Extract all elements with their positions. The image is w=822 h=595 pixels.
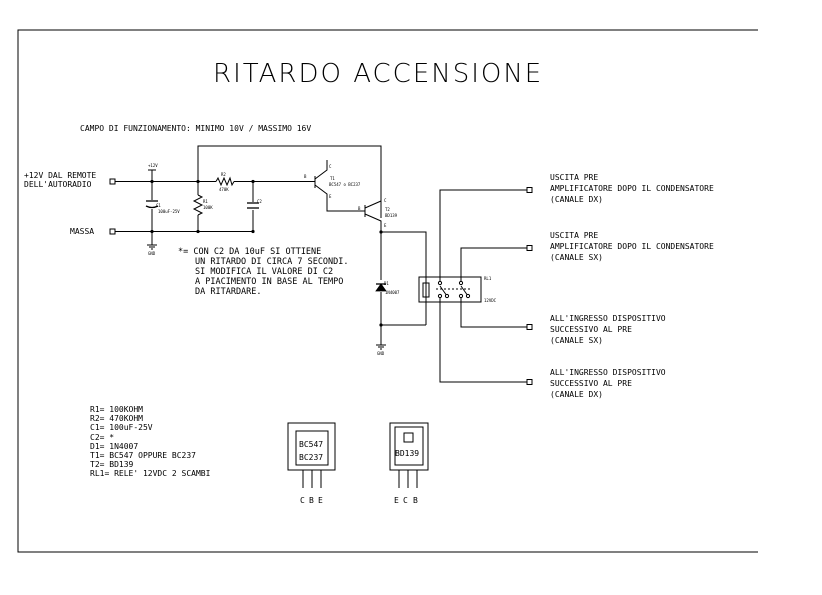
parts-list-item: R2= 470KOHM	[90, 414, 143, 423]
d1-label: D1	[384, 281, 389, 286]
ground-label-2: GND	[377, 351, 385, 356]
package-bc547-pin: B	[309, 496, 314, 505]
output-1-line-3: (CANALE DX)	[550, 195, 603, 204]
r2-value: 470K	[219, 187, 229, 192]
output-3-line-3: (CANALE SX)	[550, 336, 603, 345]
input-remote-label-1: +12V DAL REMOTE	[24, 171, 96, 180]
input-ground-label: MASSA	[70, 227, 94, 236]
parts-list-item: D1= 1N4007	[90, 442, 138, 451]
ground-symbol-2	[376, 344, 386, 350]
resistor-r1	[192, 194, 204, 216]
package-bd139-pin: E	[394, 496, 399, 505]
parts-list-item: T1= BC547 OPPURE BC237	[90, 451, 196, 460]
package-bc547	[287, 422, 336, 488]
t1-pin-b: B	[304, 174, 307, 179]
terminal-ground	[109, 228, 116, 235]
note-line-3: SI MODIFICA IL VALORE DI C2	[195, 267, 333, 277]
parts-list-item: T2= BD139	[90, 460, 134, 469]
ground-symbol-1	[147, 244, 157, 250]
output-2-line-3: (CANALE SX)	[550, 253, 603, 262]
d1-value: 1N4007	[385, 290, 400, 295]
terminal-remote	[109, 178, 116, 185]
circuit-wires	[115, 145, 528, 383]
t1-label: T1	[330, 176, 335, 181]
parts-list-item: C1= 100uF-25V	[90, 423, 153, 432]
vin-label: +12V	[148, 163, 158, 168]
t2-pin-b: B	[358, 206, 361, 211]
rl1-label: RL1	[484, 276, 492, 281]
junctions	[150, 179, 383, 327]
output-1-line-2: AMPLIFICATORE DOPO IL CONDENSATORE	[550, 184, 714, 193]
package-bd139-pin: B	[413, 496, 418, 505]
t2-pin-c: C	[384, 198, 387, 203]
t2-label: T2	[385, 207, 390, 212]
r1-label: R1	[203, 199, 208, 204]
r2-label: R2	[221, 172, 226, 177]
package-bc547-pin: C	[300, 496, 305, 505]
output-1-line-1: USCITA PRE	[550, 173, 598, 182]
parts-list-item: R1= 100KOHM	[90, 405, 143, 414]
parts-list-item: RL1= RELE' 12VDC 2 SCAMBI	[90, 469, 211, 478]
t2-pin-e: E	[384, 223, 387, 228]
c2-label: C2	[257, 199, 262, 204]
t1-pin-e: E	[329, 194, 332, 199]
diagram-title: RITARDO ACCENSIONE	[213, 59, 543, 89]
package-bd139-label: BD139	[395, 449, 419, 458]
output-4-line-3: (CANALE DX)	[550, 390, 603, 399]
note-line-4: A PIACIMENTO IN BASE AL TEMPO	[195, 277, 343, 287]
note-line-2: UN RITARDO DI CIRCA 7 SECONDI.	[195, 257, 349, 267]
operating-range-text: CAMPO DI FUNZIONAMENTO: MINIMO 10V / MAS…	[80, 124, 311, 133]
terminal-output-3	[526, 324, 533, 330]
ground-label-1: GND	[148, 251, 156, 256]
package-bc547-line-2: BC237	[299, 453, 323, 462]
c1-label: C1	[156, 203, 161, 208]
note-line-5: DA RITARDARE.	[195, 287, 262, 297]
input-remote-label-2: DELL'AUTORADIO	[24, 180, 92, 189]
relay-rl1	[418, 276, 482, 303]
package-bd139-pin: C	[403, 496, 408, 505]
output-4-line-1: ALL'INGRESSO DISPOSITIVO	[550, 368, 666, 377]
output-2-line-2: AMPLIFICATORE DOPO IL CONDENSATORE	[550, 242, 714, 251]
parts-list: R1= 100KOHM R2= 470KOHM C1= 100uF-25V C2…	[90, 405, 211, 478]
capacitor-c1	[145, 200, 159, 209]
diode-d1	[375, 280, 387, 292]
output-3-line-2: SUCCESSIVO AL PRE	[550, 325, 632, 334]
terminal-output-2	[526, 245, 533, 251]
resistor-r2	[215, 176, 235, 187]
rl1-value: 12VDC	[484, 298, 497, 303]
t2-value: BD139	[385, 213, 398, 218]
drawing-frame	[17, 29, 758, 553]
t1-value: BC547 o BC237	[329, 182, 361, 187]
terminal-output-4	[526, 379, 533, 385]
output-4-line-2: SUCCESSIVO AL PRE	[550, 379, 632, 388]
output-2-line-1: USCITA PRE	[550, 231, 598, 240]
package-bd139	[389, 422, 429, 488]
parts-list-item: C2= *	[90, 433, 114, 442]
package-bc547-line-1: BC547	[299, 440, 323, 449]
c1-value: 100uF-25V	[158, 209, 180, 214]
package-bc547-pin: E	[318, 496, 323, 505]
terminal-output-1	[526, 187, 533, 193]
output-3-line-1: ALL'INGRESSO DISPOSITIVO	[550, 314, 666, 323]
capacitor-c2	[247, 202, 259, 210]
r1-value: 100K	[203, 205, 213, 210]
t1-pin-c: C	[329, 164, 332, 169]
note-line-1: *= CON C2 DA 10uF SI OTTIENE	[178, 247, 321, 257]
